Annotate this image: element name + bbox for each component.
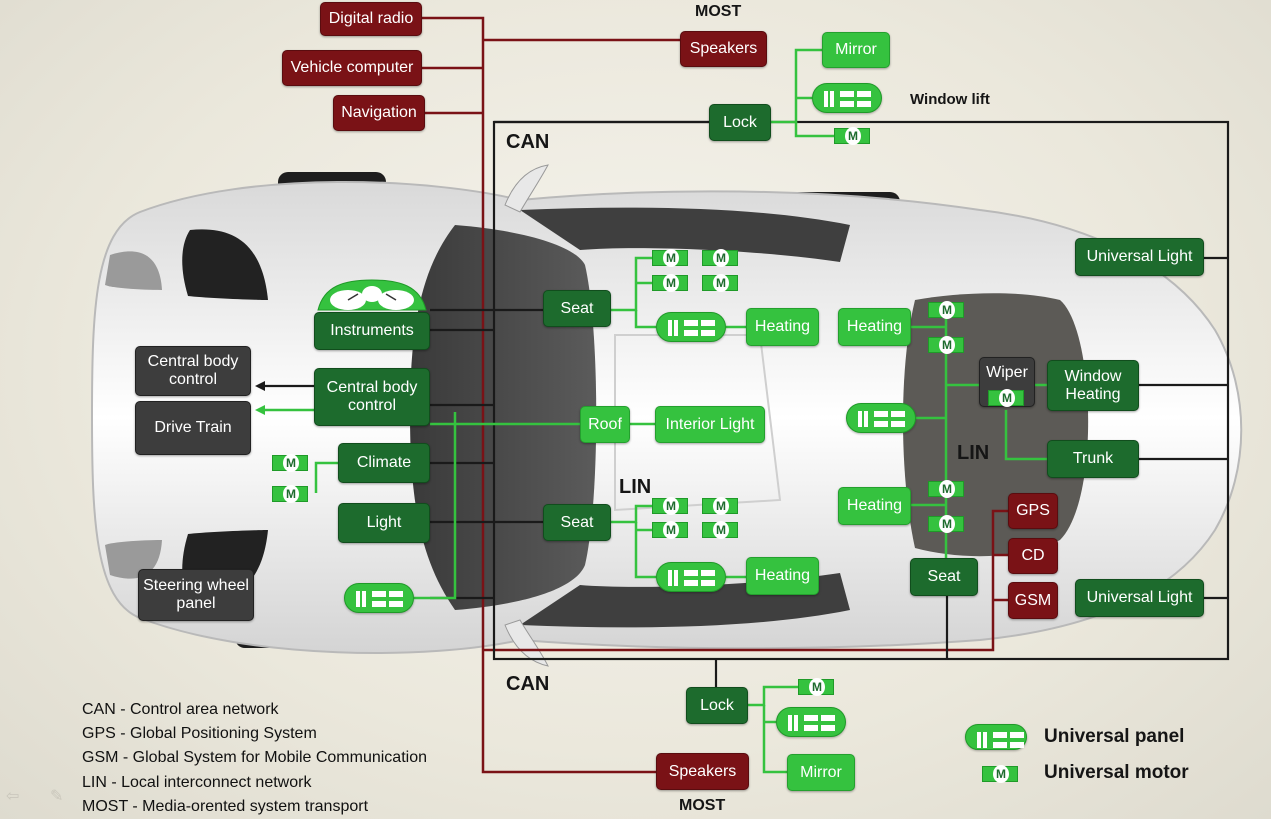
instruments-node: Instruments (314, 312, 430, 350)
interior-light-node[interactable]: Interior Light (655, 406, 765, 443)
roof-node[interactable]: Roof (580, 406, 630, 443)
heating-rear-bottom-node[interactable]: Heating (838, 487, 911, 525)
lock-top-node[interactable]: Lock (709, 104, 771, 141)
gsm-node[interactable]: GSM (1008, 582, 1058, 619)
can-bus-label-bottom: CAN (506, 673, 550, 695)
universal-motor-icon[interactable] (702, 274, 738, 292)
legend-universal-panel-label: Universal panel (1044, 726, 1185, 747)
speakers-bottom-node[interactable]: Speakers (656, 753, 749, 790)
window-heating-node[interactable]: Window Heating (1047, 360, 1139, 411)
universal-panel-icon[interactable] (656, 312, 726, 342)
legend-universal-panel-icon (965, 724, 1027, 750)
seat-front-bottom-node[interactable]: Seat (543, 504, 611, 541)
universal-motor-icon[interactable] (928, 301, 964, 319)
central-body-control-node[interactable]: Central body control (314, 368, 430, 426)
universal-motor-icon[interactable] (988, 389, 1024, 407)
most-bus-wires (422, 16, 1008, 774)
digital-radio-node[interactable]: Digital radio (320, 2, 422, 36)
can-bus-wires (258, 120, 1230, 690)
vehicle-computer-node[interactable]: Vehicle computer (282, 50, 422, 86)
universal-panel-icon[interactable] (776, 707, 846, 737)
seat-rear-node[interactable]: Seat (910, 558, 978, 596)
universal-motor-icon[interactable] (272, 454, 308, 472)
universal-motor-icon[interactable] (652, 521, 688, 539)
universal-motor-icon[interactable] (928, 480, 964, 498)
legend-abbreviation: GSM - Global System for Mobile Communica… (82, 749, 427, 766)
universal-motor-icon[interactable] (652, 274, 688, 292)
universal-panel-icon[interactable] (812, 83, 882, 113)
legend-universal-motor-icon (982, 765, 1018, 783)
universal-motor-icon[interactable] (702, 497, 738, 515)
light-node[interactable]: Light (338, 503, 430, 543)
universal-motor-icon[interactable] (272, 485, 308, 503)
legend-abbreviation: CAN - Control area network (82, 701, 279, 718)
universal-motor-icon[interactable] (702, 249, 738, 267)
steering-wheel-panel-node[interactable]: Steering wheel panel (138, 569, 254, 621)
universal-motor-icon[interactable] (652, 497, 688, 515)
universal-motor-icon[interactable] (928, 336, 964, 354)
lock-bottom-node[interactable]: Lock (686, 687, 748, 724)
universal-panel-icon[interactable] (846, 403, 916, 433)
universal-panel-icon[interactable] (344, 583, 414, 613)
heating-front-top-node[interactable]: Heating (746, 308, 819, 346)
drive-train-node[interactable]: Drive Train (135, 401, 251, 455)
legend-abbreviation: GPS - Global Positioning System (82, 725, 317, 742)
can-bus-label-top: CAN (506, 131, 550, 153)
mirror-bottom-node[interactable]: Mirror (787, 754, 855, 791)
gauge-cluster-icon (317, 279, 427, 311)
gps-node[interactable]: GPS (1008, 493, 1058, 529)
lin-bus-label-rear: LIN (957, 442, 990, 464)
universal-motor-icon[interactable] (652, 249, 688, 267)
heating-front-bottom-node[interactable]: Heating (746, 557, 819, 595)
universal-motor-icon[interactable] (834, 127, 870, 145)
navigation-node[interactable]: Navigation (333, 95, 425, 131)
legend-abbreviation: MOST - Media-orented system transport (82, 798, 369, 815)
mirror-top-node[interactable]: Mirror (822, 32, 890, 68)
universal-light-bottom-node[interactable]: Universal Light (1075, 579, 1204, 617)
instruments-unit[interactable]: Instruments (314, 276, 430, 350)
legend-abbreviation: LIN - Local interconnect network (82, 774, 312, 791)
windshield (410, 225, 597, 610)
lin-bus-label-front: LIN (619, 476, 652, 498)
speakers-top-node[interactable]: Speakers (680, 31, 767, 67)
climate-node[interactable]: Climate (338, 443, 430, 483)
universal-motor-icon[interactable] (798, 678, 834, 696)
seat-front-top-node[interactable]: Seat (543, 290, 611, 327)
central-body-control-external[interactable]: Central body control (135, 346, 251, 396)
universal-light-top-node[interactable]: Universal Light (1075, 238, 1204, 276)
most-bus-label-bottom: MOST (679, 797, 726, 814)
cd-node[interactable]: CD (1008, 538, 1058, 574)
pen-icon[interactable]: ✎ (50, 788, 64, 805)
legend-universal-motor-label: Universal motor (1044, 762, 1189, 783)
heating-rear-top-node[interactable]: Heating (838, 308, 911, 346)
universal-panel-icon[interactable] (656, 562, 726, 592)
universal-motor-icon[interactable] (702, 521, 738, 539)
most-bus-label-top: MOST (695, 3, 742, 20)
back-arrow-icon[interactable]: ⇦ (6, 788, 20, 805)
trunk-node[interactable]: Trunk (1047, 440, 1139, 478)
universal-motor-icon[interactable] (928, 515, 964, 533)
window-lift-label: Window lift (910, 91, 990, 108)
